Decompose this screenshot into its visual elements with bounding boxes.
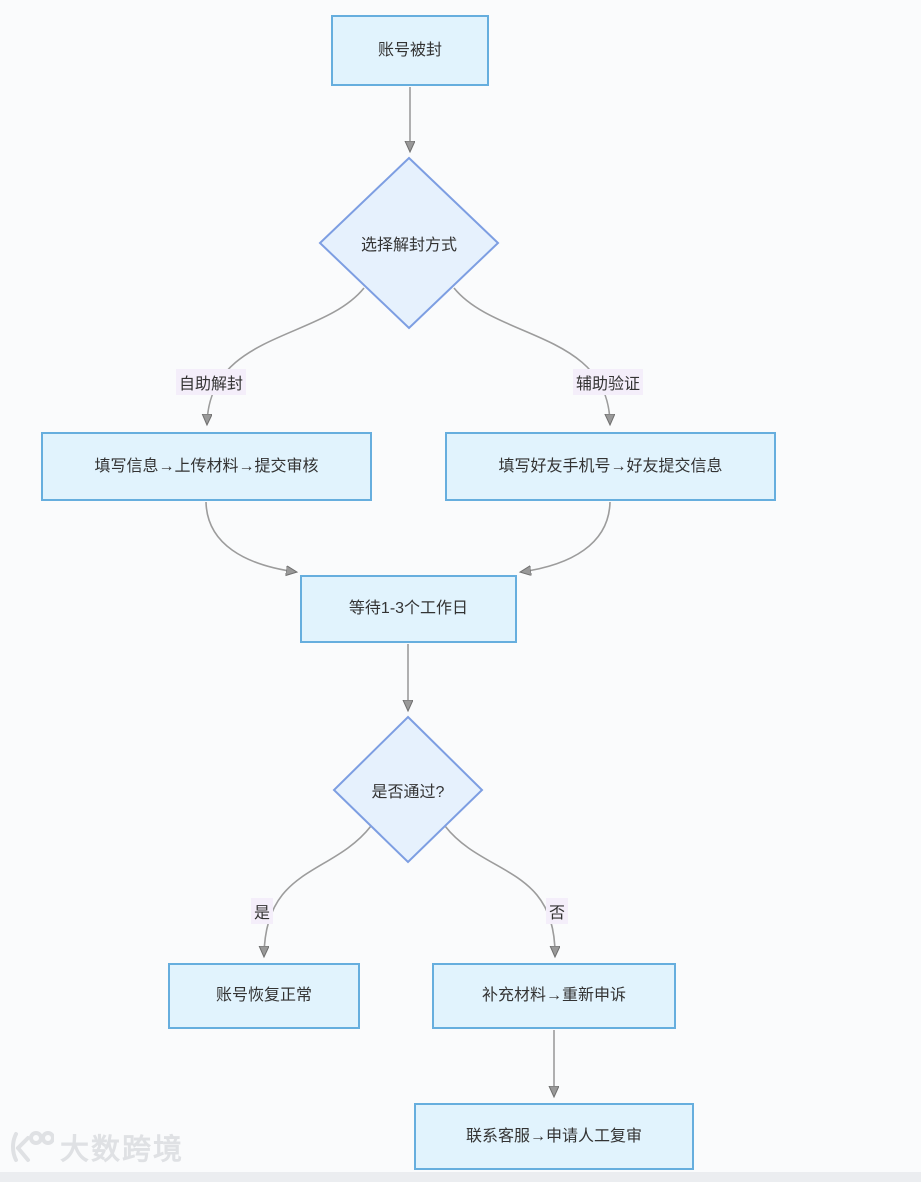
node-label: 选择解封方式	[360, 237, 457, 254]
node-label: 填写信息→上传材料→提交审核	[94, 457, 319, 475]
node-label: 填写好友手机号→好友提交信息	[498, 457, 723, 475]
node-is-passed: 是否通过?	[338, 770, 478, 810]
edge-decision2-to-restored	[264, 825, 372, 956]
edge-decision1-to-self	[207, 287, 365, 424]
node-wait-period: 等待1-3个工作日	[300, 575, 517, 643]
bottom-edge-strip	[0, 1172, 921, 1182]
watermark: 大数跨境	[8, 1126, 184, 1168]
node-account-banned: 账号被封	[331, 15, 489, 86]
node-self-service-steps: 填写信息→上传材料→提交审核	[41, 432, 372, 501]
edge-assist-to-wait	[521, 501, 611, 572]
decision2-diamond-shape	[332, 715, 484, 864]
node-reappeal: 补充材料→重新申诉	[432, 963, 676, 1029]
edge-self-to-wait	[205, 501, 296, 572]
node-label: 账号被封	[377, 41, 442, 59]
node-label: 等待1-3个工作日	[348, 600, 469, 618]
edge-label-assisted-verify: 辅助验证	[572, 369, 644, 395]
edge-label-no: 否	[545, 898, 569, 924]
node-label: 是否通过?	[371, 784, 445, 801]
node-assisted-steps: 填写好友手机号→好友提交信息	[445, 432, 776, 501]
edge-label-yes: 是	[250, 898, 274, 924]
node-account-restored: 账号恢复正常	[168, 963, 360, 1029]
edge-label-self-service: 自助解封	[175, 369, 247, 395]
node-label: 账号恢复正常	[215, 987, 312, 1005]
decision1-diamond-shape	[318, 156, 500, 330]
node-label: 补充材料→重新申诉	[481, 987, 626, 1005]
edge-decision1-to-assist	[453, 287, 610, 424]
node-label: 联系客服→申请人工复审	[465, 1127, 642, 1145]
watermark-brand-text: 大数跨境	[60, 1134, 185, 1166]
edge-decision2-to-reappeal	[444, 825, 555, 956]
watermark-logo-icon	[11, 1131, 54, 1162]
node-choose-unblock-method: 选择解封方式	[324, 223, 494, 263]
node-contact-support: 联系客服→申请人工复审	[414, 1103, 694, 1170]
